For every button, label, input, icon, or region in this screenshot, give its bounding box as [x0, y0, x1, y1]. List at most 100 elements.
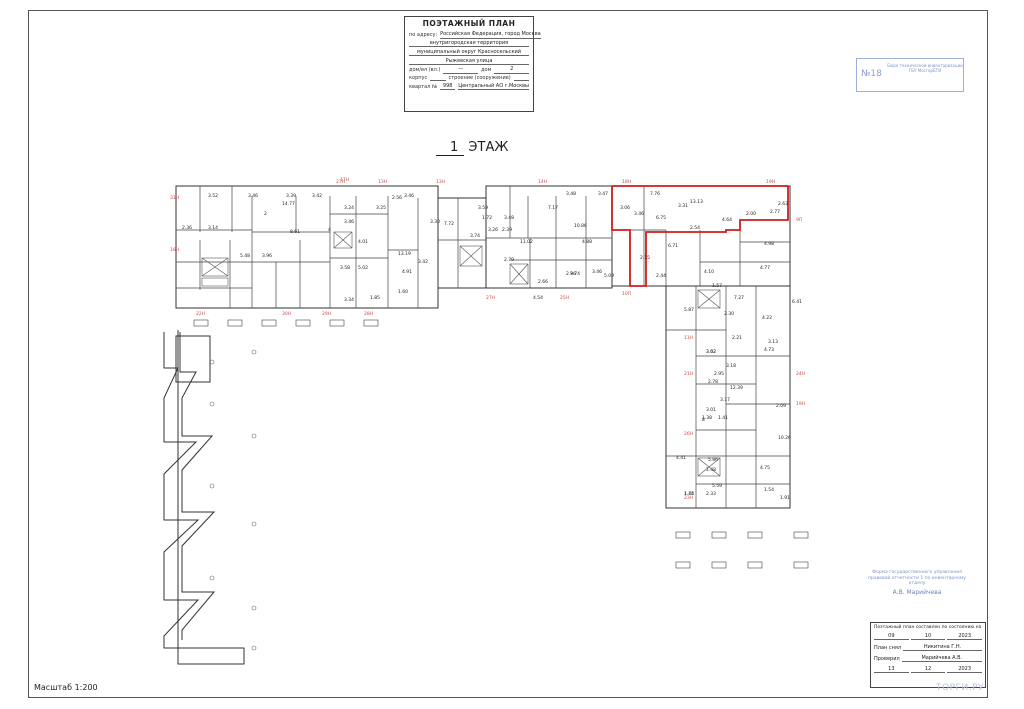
- building-key: строение (сооружение): [448, 75, 511, 82]
- grid-axis-label: 11Н: [684, 336, 694, 341]
- date2-year: 2023: [947, 666, 983, 673]
- room-area-label: 4.77: [760, 266, 771, 271]
- room-area-label: 5.59: [712, 484, 723, 489]
- room-area-label: 2.21: [732, 336, 743, 341]
- room-area-label: 1.54: [764, 488, 775, 493]
- room-area-label: 2.39: [502, 228, 513, 233]
- street-value: Рыжевская улица: [409, 58, 529, 65]
- right-wing-outline: [665, 285, 791, 509]
- district-row: муниципальный округ Красносельский: [409, 49, 529, 57]
- grid-axis-label: 17Н: [340, 178, 350, 183]
- room-area-label: 2.79: [504, 258, 515, 263]
- house-num-key: дом: [481, 67, 492, 74]
- room-area-label: 6.75: [656, 216, 667, 221]
- room-area-label: 1.57: [712, 284, 723, 289]
- grid-axis-label: 31Н: [170, 196, 180, 201]
- room-area-label: 2.30: [724, 312, 735, 317]
- kvartal-row: квартал № 998 Центральный АО г.Москвы: [409, 83, 529, 91]
- room-area-label: 2.78: [708, 380, 719, 385]
- date2-month: 12: [910, 666, 946, 673]
- room-area-label: 4.10: [704, 270, 715, 275]
- room-area-label: 2.36: [182, 226, 193, 231]
- room-area-label: 7.27: [734, 296, 745, 301]
- room-area-label: 4.01: [358, 240, 369, 245]
- grid-axis-label: 16Н: [170, 248, 180, 253]
- room-area-label: 2.66: [538, 280, 549, 285]
- room-area-label: 3.46: [344, 220, 355, 225]
- support-posts: [193, 319, 809, 569]
- room-area-label: 2.15: [640, 256, 651, 261]
- grid-axis-label: 18Н: [622, 180, 632, 185]
- grid-axis-label: 23Н: [684, 496, 694, 501]
- bti-stamp: №18 Бюро технической инвентаризации ГБУ …: [856, 58, 964, 92]
- grid-axis-label: 13Н: [378, 180, 388, 185]
- room-area-label: 3.13: [768, 340, 779, 345]
- room-area-label: 6.41: [792, 300, 803, 305]
- house-num-value: 2: [494, 66, 530, 74]
- room-area-label: 3.42: [312, 194, 323, 199]
- room-area-label: 12.39: [730, 386, 743, 391]
- house-row: дом/вл (вл.) — дом 2: [409, 66, 530, 74]
- room-area-label: 3.39: [286, 194, 297, 199]
- room-area-label: 3.59: [478, 206, 489, 211]
- document-title: ПОЭТАЖНЫЙ ПЛАН: [422, 19, 516, 28]
- grid-axis-label: 27Н: [336, 180, 346, 185]
- room-area-label: 1.75: [684, 492, 695, 497]
- drawn-key: План снял: [874, 645, 902, 651]
- room-area-label: 2.44: [656, 274, 667, 279]
- room-area-label: 4.41: [676, 456, 687, 461]
- grid-axis-label: 24Н: [796, 372, 806, 377]
- room-area-label: 2.63: [778, 202, 789, 207]
- room-area-label: 2: [264, 212, 267, 217]
- room-area-label: 2.77: [770, 210, 781, 215]
- kvartal-key: квартал №: [409, 83, 438, 90]
- floor-number: 1: [436, 140, 465, 156]
- floor-label: ЭТАЖ: [468, 140, 509, 155]
- approval-block: Поэтажный план составлен по состоянию на…: [870, 622, 986, 688]
- grid-axis-label: 26Н: [684, 432, 694, 437]
- room-area-label: 10.26: [778, 436, 791, 441]
- room-area-label: 11.02: [520, 240, 533, 245]
- grid-axis-label: 30Н: [282, 312, 292, 317]
- room-area-label: 4.75: [760, 466, 771, 471]
- room-area-label: 4.64: [722, 218, 733, 223]
- territory-row: внутригородская территория: [409, 40, 529, 48]
- room-area-label: 1.44: [684, 492, 695, 497]
- grid-axis-label: 28Н: [364, 312, 374, 317]
- grid-axis-label: 14Н: [538, 180, 548, 185]
- room-area-label: 13.13: [690, 200, 703, 205]
- building-value: [513, 80, 529, 82]
- room-area-label: 3.01: [706, 408, 717, 413]
- room-area-label: 3.74: [470, 234, 481, 239]
- grid-axis-label: 10П: [622, 292, 632, 297]
- room-area-label: 3.06: [620, 206, 631, 211]
- room-area-label: 3.46: [248, 194, 259, 199]
- stamp-number: №18: [861, 69, 882, 79]
- scale-label: Масштаб 1:200: [34, 683, 98, 692]
- room-area-label: 3.25: [376, 206, 387, 211]
- left-lift-shafts: [201, 231, 353, 287]
- inventory-stamp-signature: А.В. Марийчева: [892, 588, 942, 596]
- room-area-label: 3.31: [678, 204, 689, 209]
- room-area-label: 4: [328, 228, 331, 233]
- room-area-label: 5.86: [708, 458, 719, 463]
- room-area-label: 4.91: [402, 270, 413, 275]
- room-area-label: 3.34: [344, 298, 355, 303]
- grid-axis-label: 25Н: [560, 296, 570, 301]
- stamp-text: Бюро технической инвентаризации ГБУ Мосг…: [887, 63, 963, 74]
- room-area-label: 4.88: [582, 240, 593, 245]
- room-area-label: 3.42: [418, 260, 429, 265]
- kvartal-value: 998: [440, 83, 456, 91]
- house-key: дом/вл (вл.): [409, 67, 441, 74]
- room-area-label: 13.19: [398, 252, 411, 257]
- room-area-label: 2.33: [706, 492, 717, 497]
- address-row: по адресу: Российская Федерация, город М…: [409, 31, 541, 39]
- grid-axis-label: 19Н: [796, 402, 806, 407]
- room-area-label: 3.24: [344, 206, 355, 211]
- drawn-value: Никитина Г.Н.: [903, 644, 982, 651]
- room-area-label: 2.00: [746, 212, 757, 217]
- room-area-label: 3.17: [720, 398, 731, 403]
- ramp-structure: [163, 330, 245, 665]
